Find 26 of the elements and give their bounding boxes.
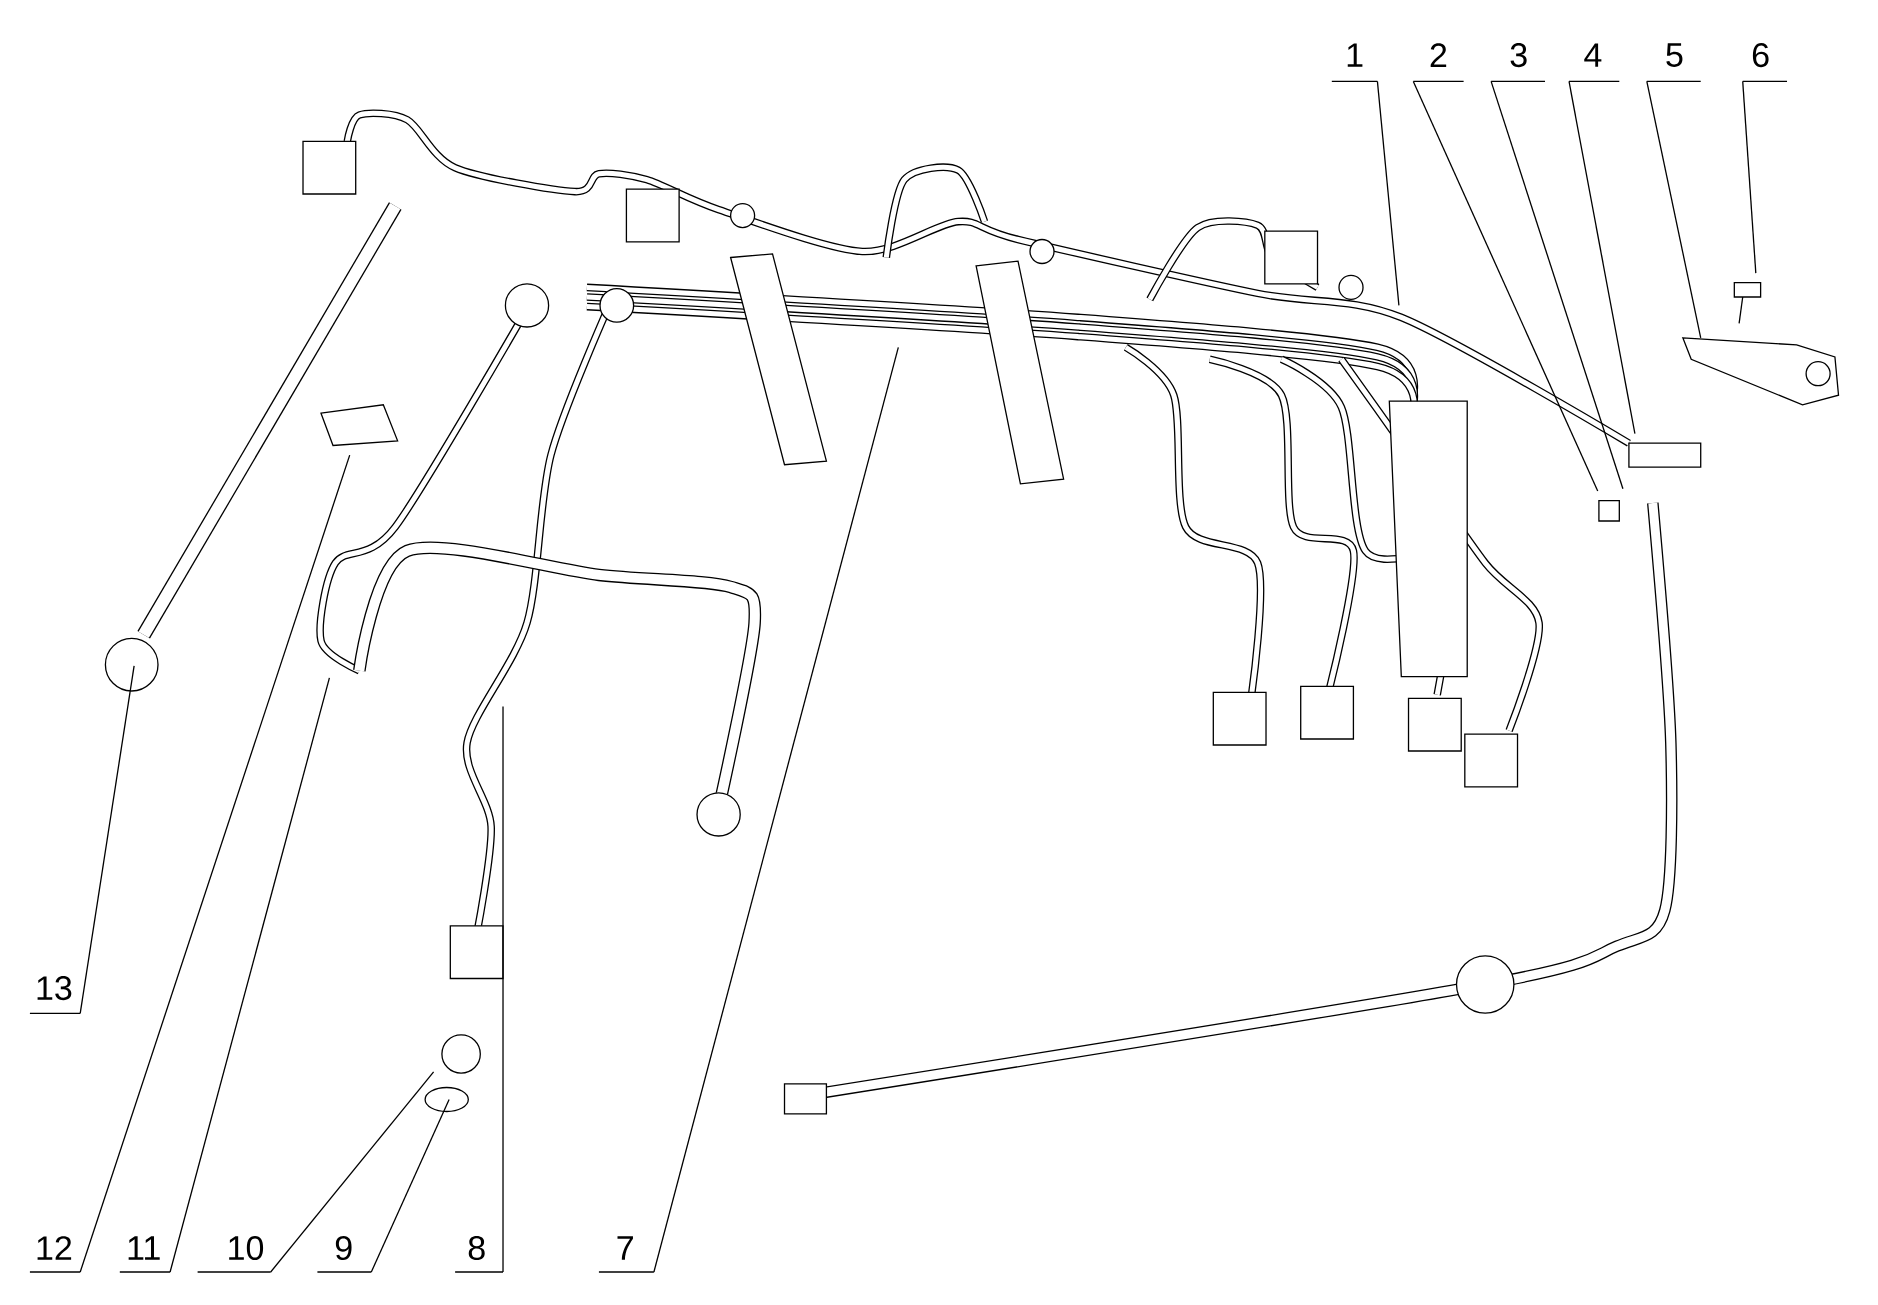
leader-line <box>1490 80 1624 490</box>
callout-number: 13 <box>29 976 81 1014</box>
callout-number: 8 <box>454 1235 504 1273</box>
leader-line <box>1376 80 1400 307</box>
leader-line <box>270 1071 435 1273</box>
leader-line <box>1646 80 1702 339</box>
leader-line <box>169 677 331 1273</box>
leader-line <box>1568 80 1636 435</box>
callout-number: 2 <box>1412 43 1465 83</box>
leader-line <box>1742 80 1757 274</box>
leader-line <box>79 454 351 1273</box>
callout-number: 1 <box>1331 43 1379 83</box>
callout-number: 6 <box>1742 43 1788 83</box>
callout-number: 12 <box>29 1236 81 1273</box>
callout-number: 10 <box>196 1235 272 1273</box>
leader-line <box>370 1098 450 1273</box>
leader-line <box>1412 80 1599 492</box>
callout-number: 3 <box>1490 43 1546 83</box>
leader-line <box>502 705 504 1273</box>
callout-number: 11 <box>119 1236 171 1273</box>
callout-number: 7 <box>598 1236 655 1273</box>
leader-line <box>653 346 899 1273</box>
callout-number: 5 <box>1646 43 1702 83</box>
leader-line <box>79 665 135 1014</box>
callout-number: 9 <box>316 1235 372 1273</box>
callout-number: 4 <box>1568 43 1620 83</box>
